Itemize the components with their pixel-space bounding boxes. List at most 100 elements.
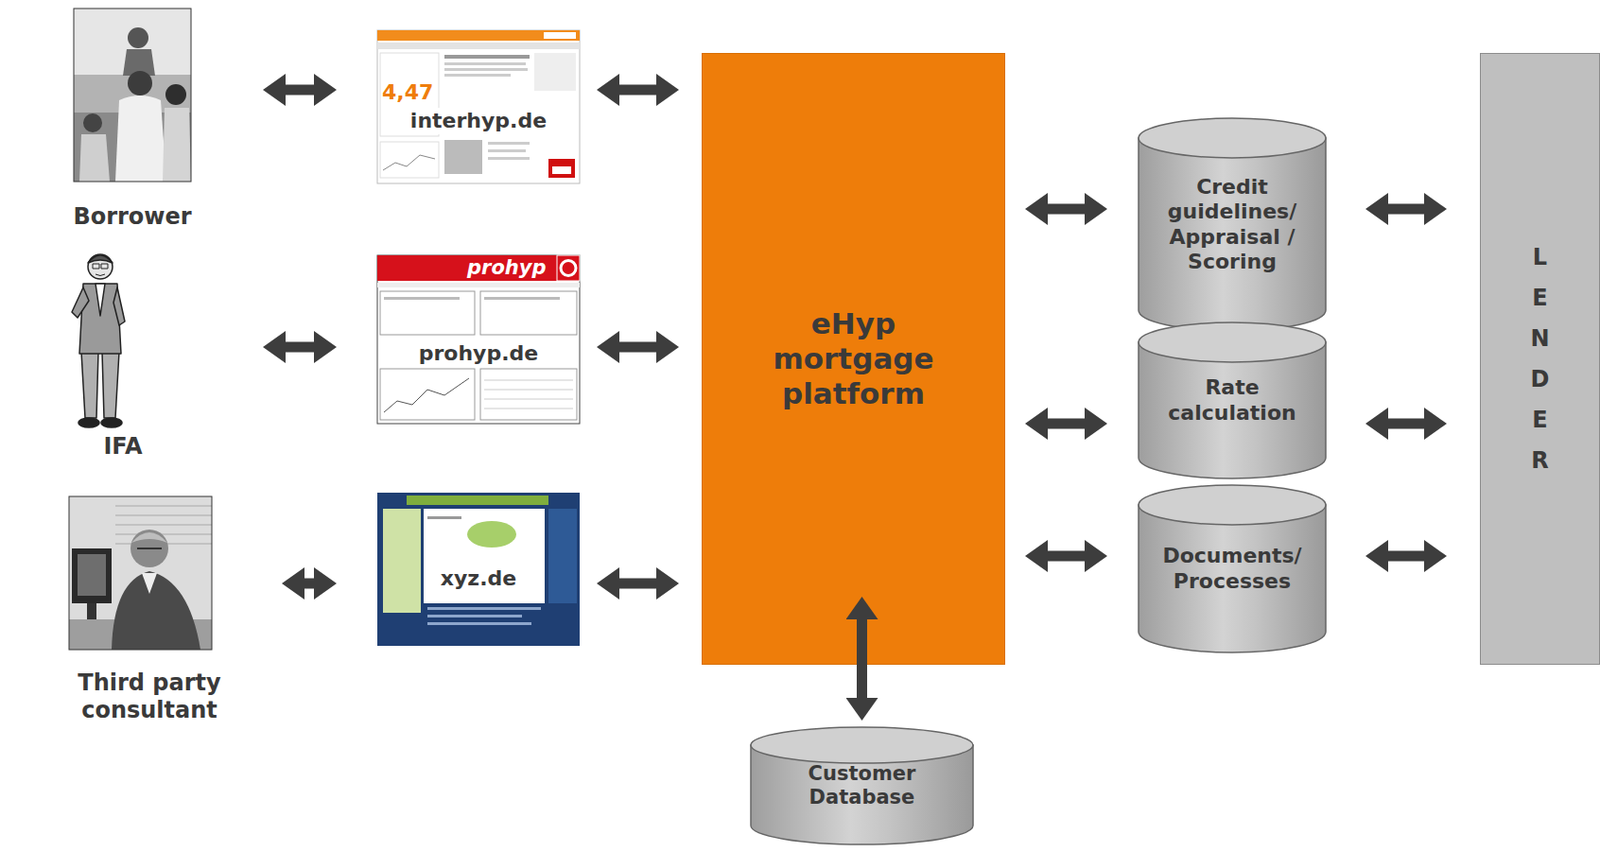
illustration-part (487, 149, 526, 153)
platform-label: eHyp mortgage platform (759, 306, 949, 413)
double-arrow (619, 342, 657, 353)
illustration-part (79, 134, 110, 182)
double-arrow (619, 578, 657, 590)
lender-label: LENDER (1529, 237, 1552, 482)
cylinder-top (1138, 118, 1326, 158)
illustration-part (130, 529, 169, 568)
cylinder-top (1138, 322, 1326, 363)
illustration-part (487, 156, 530, 160)
illustration-part (78, 417, 100, 428)
website-label: interhyp.de (403, 107, 554, 135)
illustration-part (548, 158, 575, 178)
illustration-part (87, 255, 113, 263)
illustration-part (137, 547, 162, 550)
double-arrow (1388, 551, 1425, 562)
illustration-part (427, 614, 522, 618)
illustration-part (382, 508, 421, 613)
illustration-part (377, 282, 580, 288)
illustration-part (115, 504, 212, 507)
illustration-part (377, 492, 580, 646)
illustration-part (467, 521, 517, 548)
illustration-part (115, 523, 212, 526)
illustration-part (406, 495, 549, 505)
logo-text: prohyp (467, 255, 547, 281)
illustration-part (69, 496, 212, 650)
double-arrow (1047, 204, 1085, 215)
illustration-part (69, 496, 212, 650)
database-label: Documents/ Processes (1147, 543, 1318, 594)
illustration-part (115, 533, 212, 536)
illustration-part (484, 296, 560, 300)
double-arrow (1388, 204, 1425, 215)
cylinder-body (1138, 138, 1326, 331)
borrower-photo (73, 8, 192, 182)
illustration-part (484, 380, 574, 409)
illustration-part (383, 296, 460, 300)
illustration-part (380, 368, 475, 420)
illustration-part (127, 70, 153, 96)
person-node: IFA (47, 247, 199, 461)
illustration-part (141, 573, 157, 594)
illustration-part (484, 389, 574, 391)
illustration-part (377, 30, 580, 184)
person-label: Borrower (72, 203, 192, 231)
double-arrow (304, 578, 314, 590)
lender-box: LENDER (1479, 52, 1600, 665)
illustration-part (427, 516, 462, 520)
illustration-part (113, 287, 125, 326)
illustration-part (101, 417, 122, 428)
illustration-part (382, 155, 435, 171)
illustration-part (480, 291, 577, 335)
website-screenshot (377, 30, 580, 184)
illustration-part (444, 139, 483, 174)
illustration-part (377, 255, 580, 424)
illustration-part (71, 548, 112, 604)
illustration-part (484, 380, 574, 382)
website-screenshot (377, 255, 580, 424)
illustration-part (77, 554, 106, 596)
database-cylinder: Credit guidelines/ Appraisal / Scoring (1137, 117, 1327, 332)
database-cylinder: Documents/ Processes (1137, 484, 1327, 654)
illustration-part (73, 8, 192, 75)
double-arrow (619, 85, 657, 96)
illustration-part (73, 8, 192, 182)
database-label: Rate calculation (1147, 375, 1318, 426)
database-cylinder: Rate calculation (1137, 321, 1327, 480)
illustration-part (423, 508, 545, 604)
illustration-part (427, 607, 541, 610)
illustration-part (86, 603, 97, 621)
website-label: prohyp.de (412, 340, 546, 367)
database-cylinder: Customer Database (749, 726, 974, 846)
rate-figure: 4,47 (382, 79, 434, 106)
illustration-part (383, 378, 470, 413)
illustration-part (95, 283, 105, 316)
illustration-part (444, 68, 528, 71)
cylinder-top (1138, 485, 1326, 525)
illustration-part (81, 351, 99, 418)
illustration-part (377, 42, 580, 50)
illustration-part (101, 263, 108, 269)
illustration-part (102, 351, 120, 418)
illustration-part (427, 622, 532, 626)
illustration-part (71, 287, 89, 318)
illustration-part (380, 141, 439, 178)
website-node: xyz.de (377, 492, 580, 646)
person-node: Borrower (56, 8, 209, 231)
illustration-part (534, 52, 576, 91)
illustration-part (165, 84, 187, 105)
illustration-part (377, 30, 580, 41)
illustration-part (484, 408, 574, 410)
illustration-part (380, 291, 475, 335)
database-label: Customer Database (782, 762, 943, 810)
illustration-part (111, 571, 201, 650)
illustration-part (444, 62, 526, 66)
advisor-figure (71, 254, 125, 428)
illustration-part (131, 532, 168, 543)
website-label: xyz.de (434, 565, 523, 592)
platform-box: eHyp mortgage platform (701, 52, 1006, 665)
double-arrow (285, 85, 314, 96)
double-arrow (1047, 551, 1085, 562)
double-arrow (285, 342, 314, 353)
